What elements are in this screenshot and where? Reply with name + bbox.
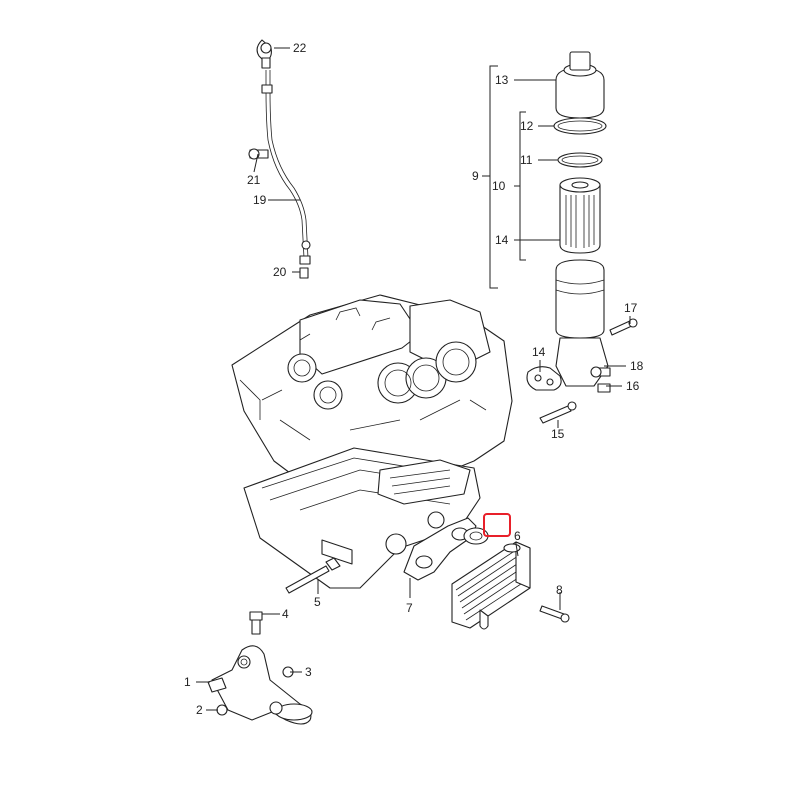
label-14-bottom: 14 <box>532 345 546 359</box>
oil-pan <box>243 447 481 589</box>
label-18: 18 <box>630 359 644 373</box>
label-15: 15 <box>551 427 565 441</box>
oil-level-sensor <box>285 557 341 594</box>
label-22: 22 <box>293 41 307 55</box>
oil-filter-assembly <box>482 51 638 424</box>
label-5: 5 <box>314 595 321 609</box>
engine-block <box>231 294 513 502</box>
label-4: 4 <box>282 607 289 621</box>
oil-cooler-assembly <box>403 517 570 630</box>
label-6: 6 <box>514 529 521 543</box>
highlight-box <box>483 513 511 537</box>
label-1: 1 <box>184 675 191 689</box>
label-11: 11 <box>520 153 533 167</box>
label-14-top: 14 <box>495 233 509 247</box>
label-20: 20 <box>273 265 287 279</box>
oil-pump-pickup <box>207 611 313 725</box>
label-7: 7 <box>406 601 413 615</box>
label-9: 9 <box>472 169 479 183</box>
label-13: 13 <box>495 73 509 87</box>
leader-lines <box>196 47 631 711</box>
label-21: 21 <box>247 173 261 187</box>
label-17: 17 <box>624 301 638 315</box>
label-19: 19 <box>253 193 267 207</box>
dipstick-assembly <box>248 39 311 279</box>
label-12: 12 <box>520 119 534 133</box>
label-16: 16 <box>626 379 640 393</box>
label-10: 10 <box>492 179 506 193</box>
callout-labels: 22 21 19 20 13 12 11 9 10 14 17 14 18 16… <box>184 41 644 717</box>
label-3: 3 <box>305 665 312 679</box>
label-2: 2 <box>196 703 203 717</box>
label-8: 8 <box>556 583 563 597</box>
